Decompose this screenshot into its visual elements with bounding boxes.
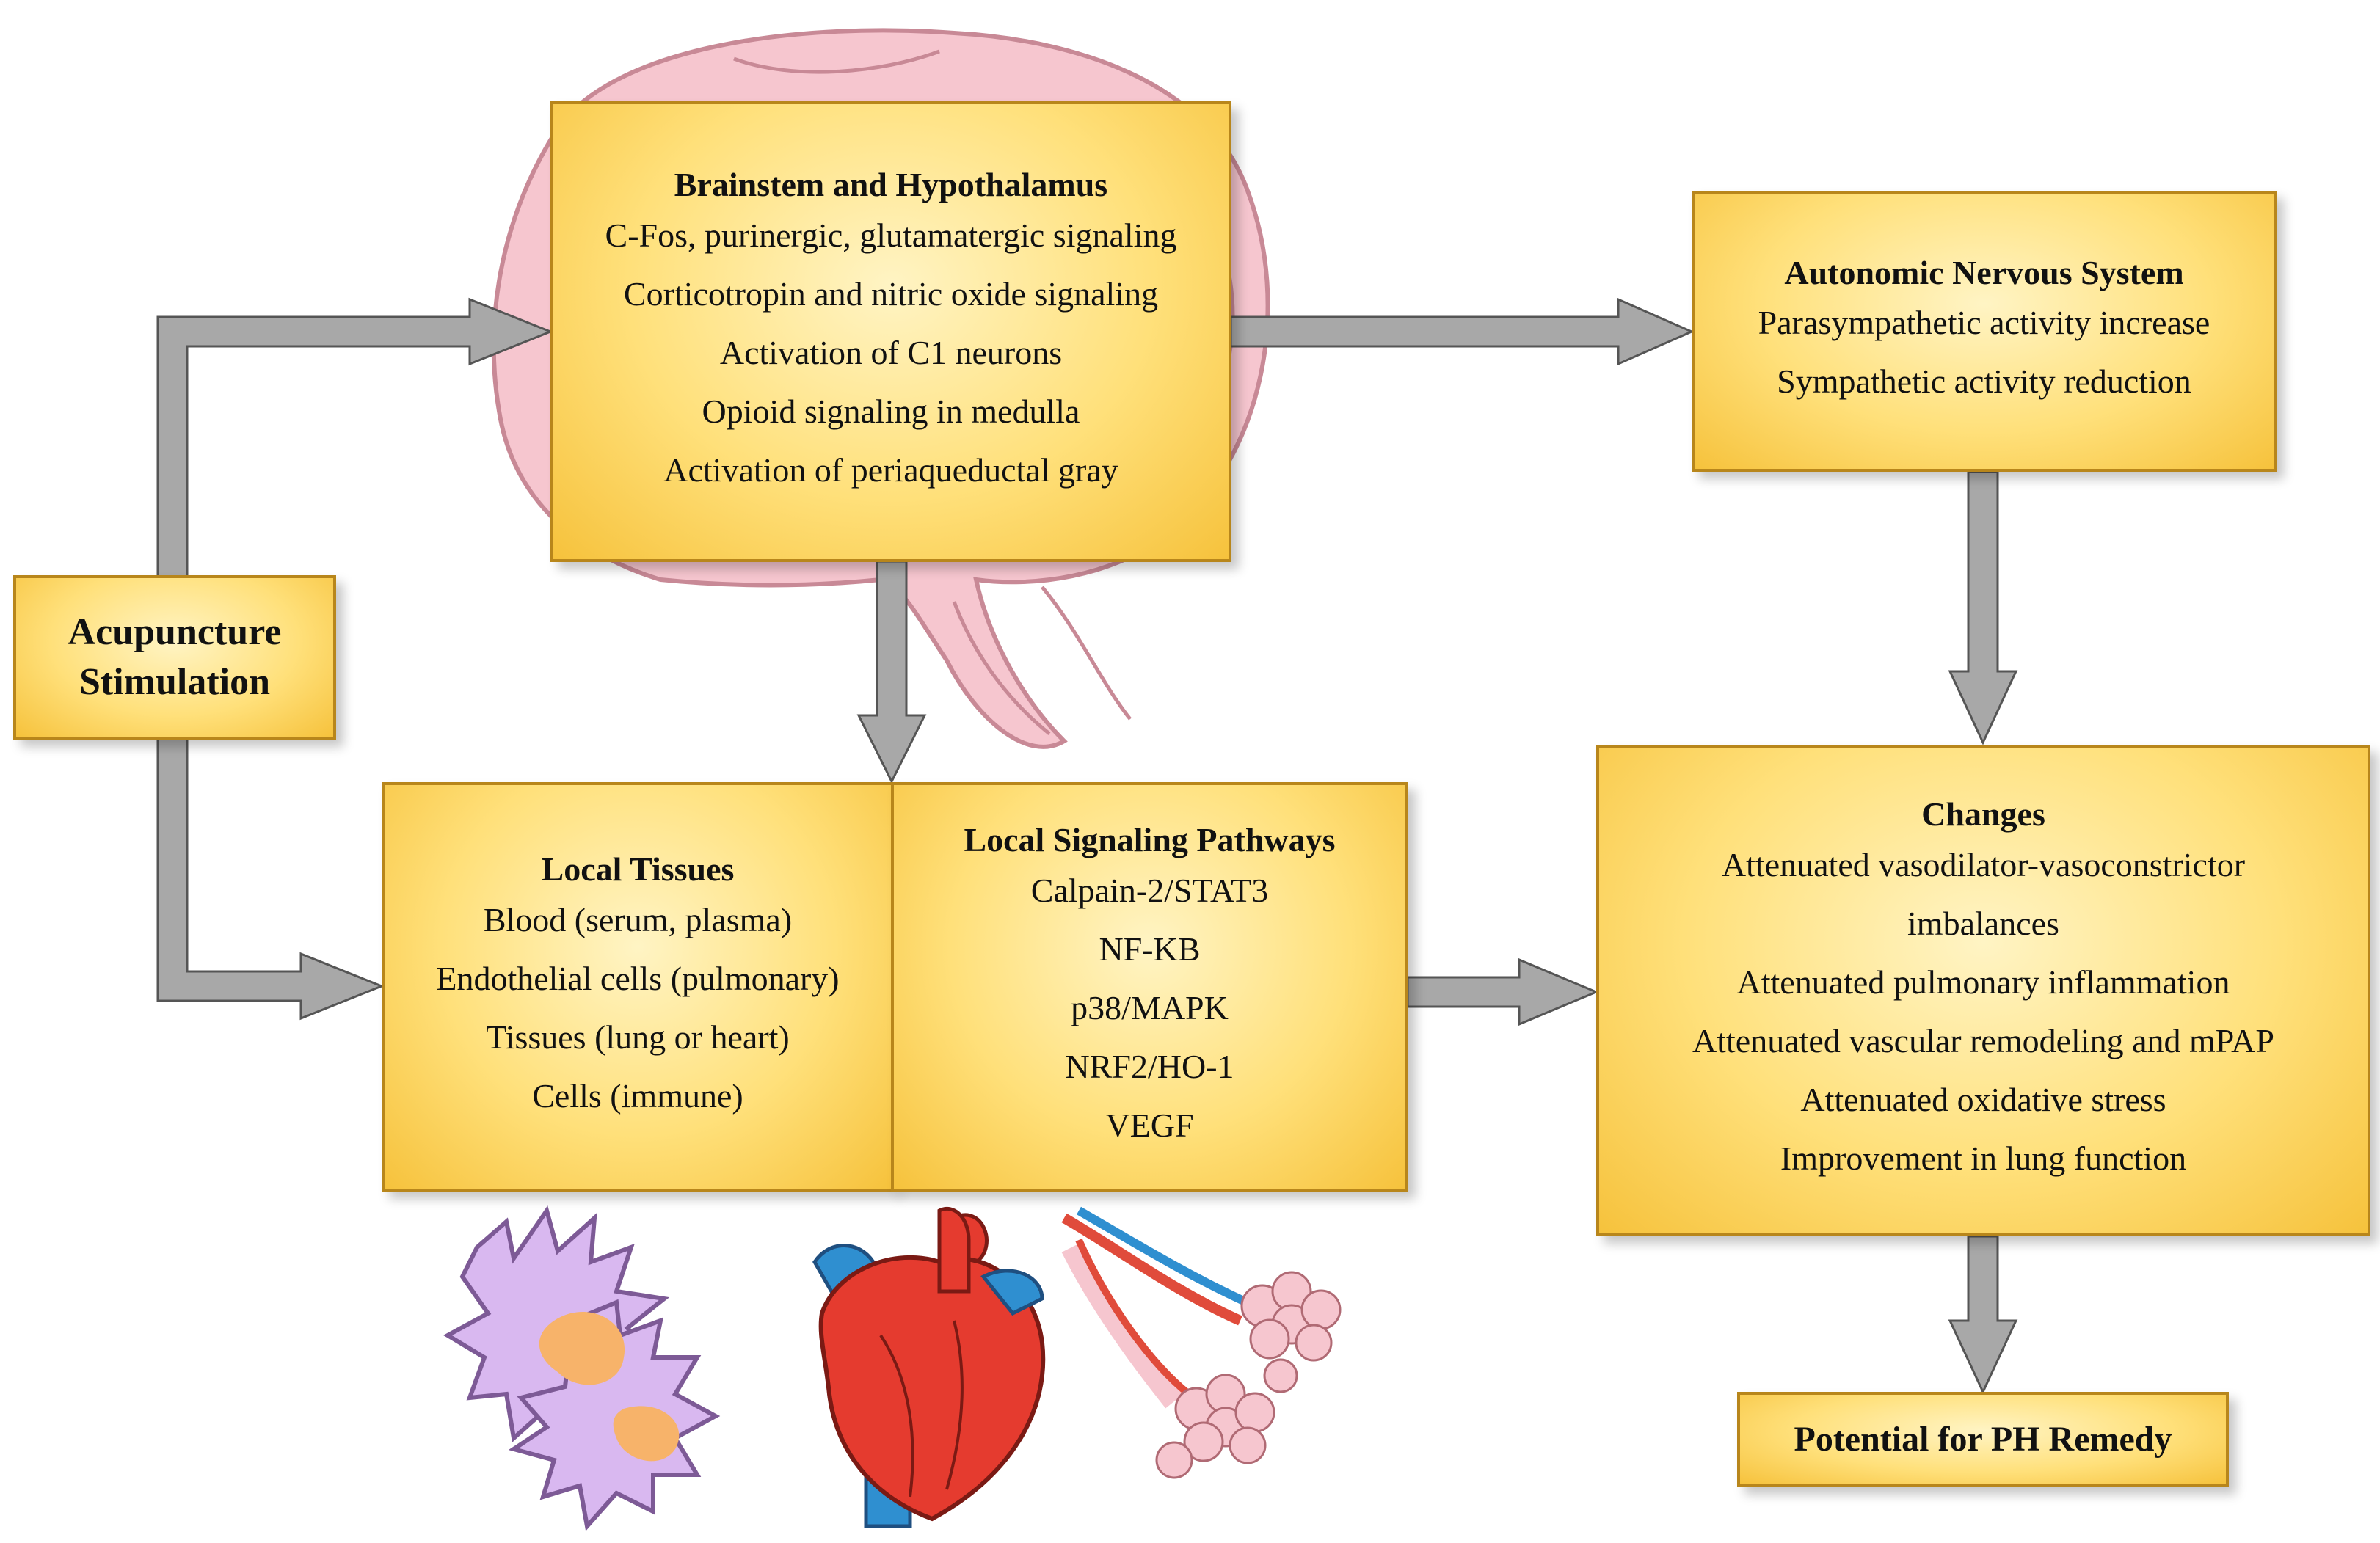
arrow-local-to-changes — [1406, 957, 1599, 1026]
ans-box-item: Sympathetic activity reduction — [1777, 362, 2191, 401]
remedy-title: Potential for PH Remedy — [1794, 1420, 2172, 1459]
ans-box-title: Autonomic Nervous System — [1784, 253, 2184, 291]
stimulation-title-line1: Acupuncture — [68, 611, 282, 654]
changes-box-item: imbalances — [1907, 904, 2059, 942]
pathways-box-item: NRF2/HO-1 — [1065, 1047, 1234, 1085]
tissues-box-item: Endothelial cells (pulmonary) — [436, 959, 840, 997]
local-tissues-box: Local Tissues Blood (serum, plasma) Endo… — [382, 782, 894, 1192]
changes-box-item: Attenuated pulmonary inflammation — [1736, 963, 2230, 1001]
arrows — [156, 297, 2018, 1395]
pathways-box-title: Local Signaling Pathways — [964, 821, 1336, 859]
brain-box-item: Opioid signaling in medulla — [702, 392, 1080, 430]
local-signaling-pathways-box: Local Signaling Pathways Calpain-2/STAT3… — [891, 782, 1408, 1192]
arrow-changes-to-remedy — [1948, 1235, 2018, 1395]
changes-box-item: Improvement in lung function — [1780, 1139, 2187, 1177]
changes-box-item: Attenuated vasodilator-vasoconstrictor — [1721, 845, 2246, 883]
brainstem-hypothalamus-box: Brainstem and Hypothalamus C-Fos, purine… — [550, 101, 1231, 562]
changes-box-title: Changes — [1921, 795, 2045, 833]
ph-remedy-box: Potential for PH Remedy — [1737, 1392, 2229, 1487]
changes-box-item: Attenuated vascular remodeling and mPAP — [1692, 1021, 2274, 1059]
pathways-box-item: p38/MAPK — [1071, 988, 1229, 1026]
tissues-box-item: Blood (serum, plasma) — [483, 900, 793, 938]
arrow-stim-to-brain — [156, 297, 554, 579]
autonomic-nervous-system-box: Autonomic Nervous System Parasympathetic… — [1692, 191, 2277, 472]
pathways-box-item: Calpain-2/STAT3 — [1030, 871, 1269, 909]
tissues-box-item: Tissues (lung or heart) — [486, 1018, 790, 1056]
ans-box-item: Parasympathetic activity increase — [1758, 304, 2210, 342]
brain-box-item: Activation of C1 neurons — [719, 333, 1063, 371]
pathways-box-item: VEGF — [1105, 1106, 1194, 1144]
brain-box-title: Brainstem and Hypothalamus — [674, 166, 1108, 204]
tissues-box-item: Cells (immune) — [532, 1076, 743, 1115]
changes-box-item: Attenuated oxidative stress — [1800, 1080, 2166, 1118]
lung-alveoli-icon — [1061, 1206, 1342, 1479]
acupuncture-stimulation-box: Acupuncture Stimulation — [13, 575, 336, 740]
arrow-brain-to-local — [856, 560, 927, 784]
arrow-stim-to-tissues — [156, 736, 385, 1021]
brain-box-item: Corticotropin and nitric oxide signaling — [623, 274, 1159, 313]
pathways-box-item: NF-KB — [1099, 930, 1201, 968]
tissues-box-title: Local Tissues — [541, 850, 735, 889]
arrow-ans-to-changes — [1948, 470, 2018, 745]
arrow-brain-to-ans — [1229, 297, 1695, 366]
brain-box-item: Activation of periaqueductal gray — [663, 451, 1118, 489]
changes-box: Changes Attenuated vasodilator-vasoconst… — [1596, 745, 2370, 1236]
heart-icon — [812, 1207, 1046, 1528]
immune-cell-icon — [443, 1205, 721, 1531]
brain-box-item: C-Fos, purinergic, glutamatergic signali… — [605, 216, 1177, 254]
stimulation-title-line2: Stimulation — [79, 661, 271, 703]
